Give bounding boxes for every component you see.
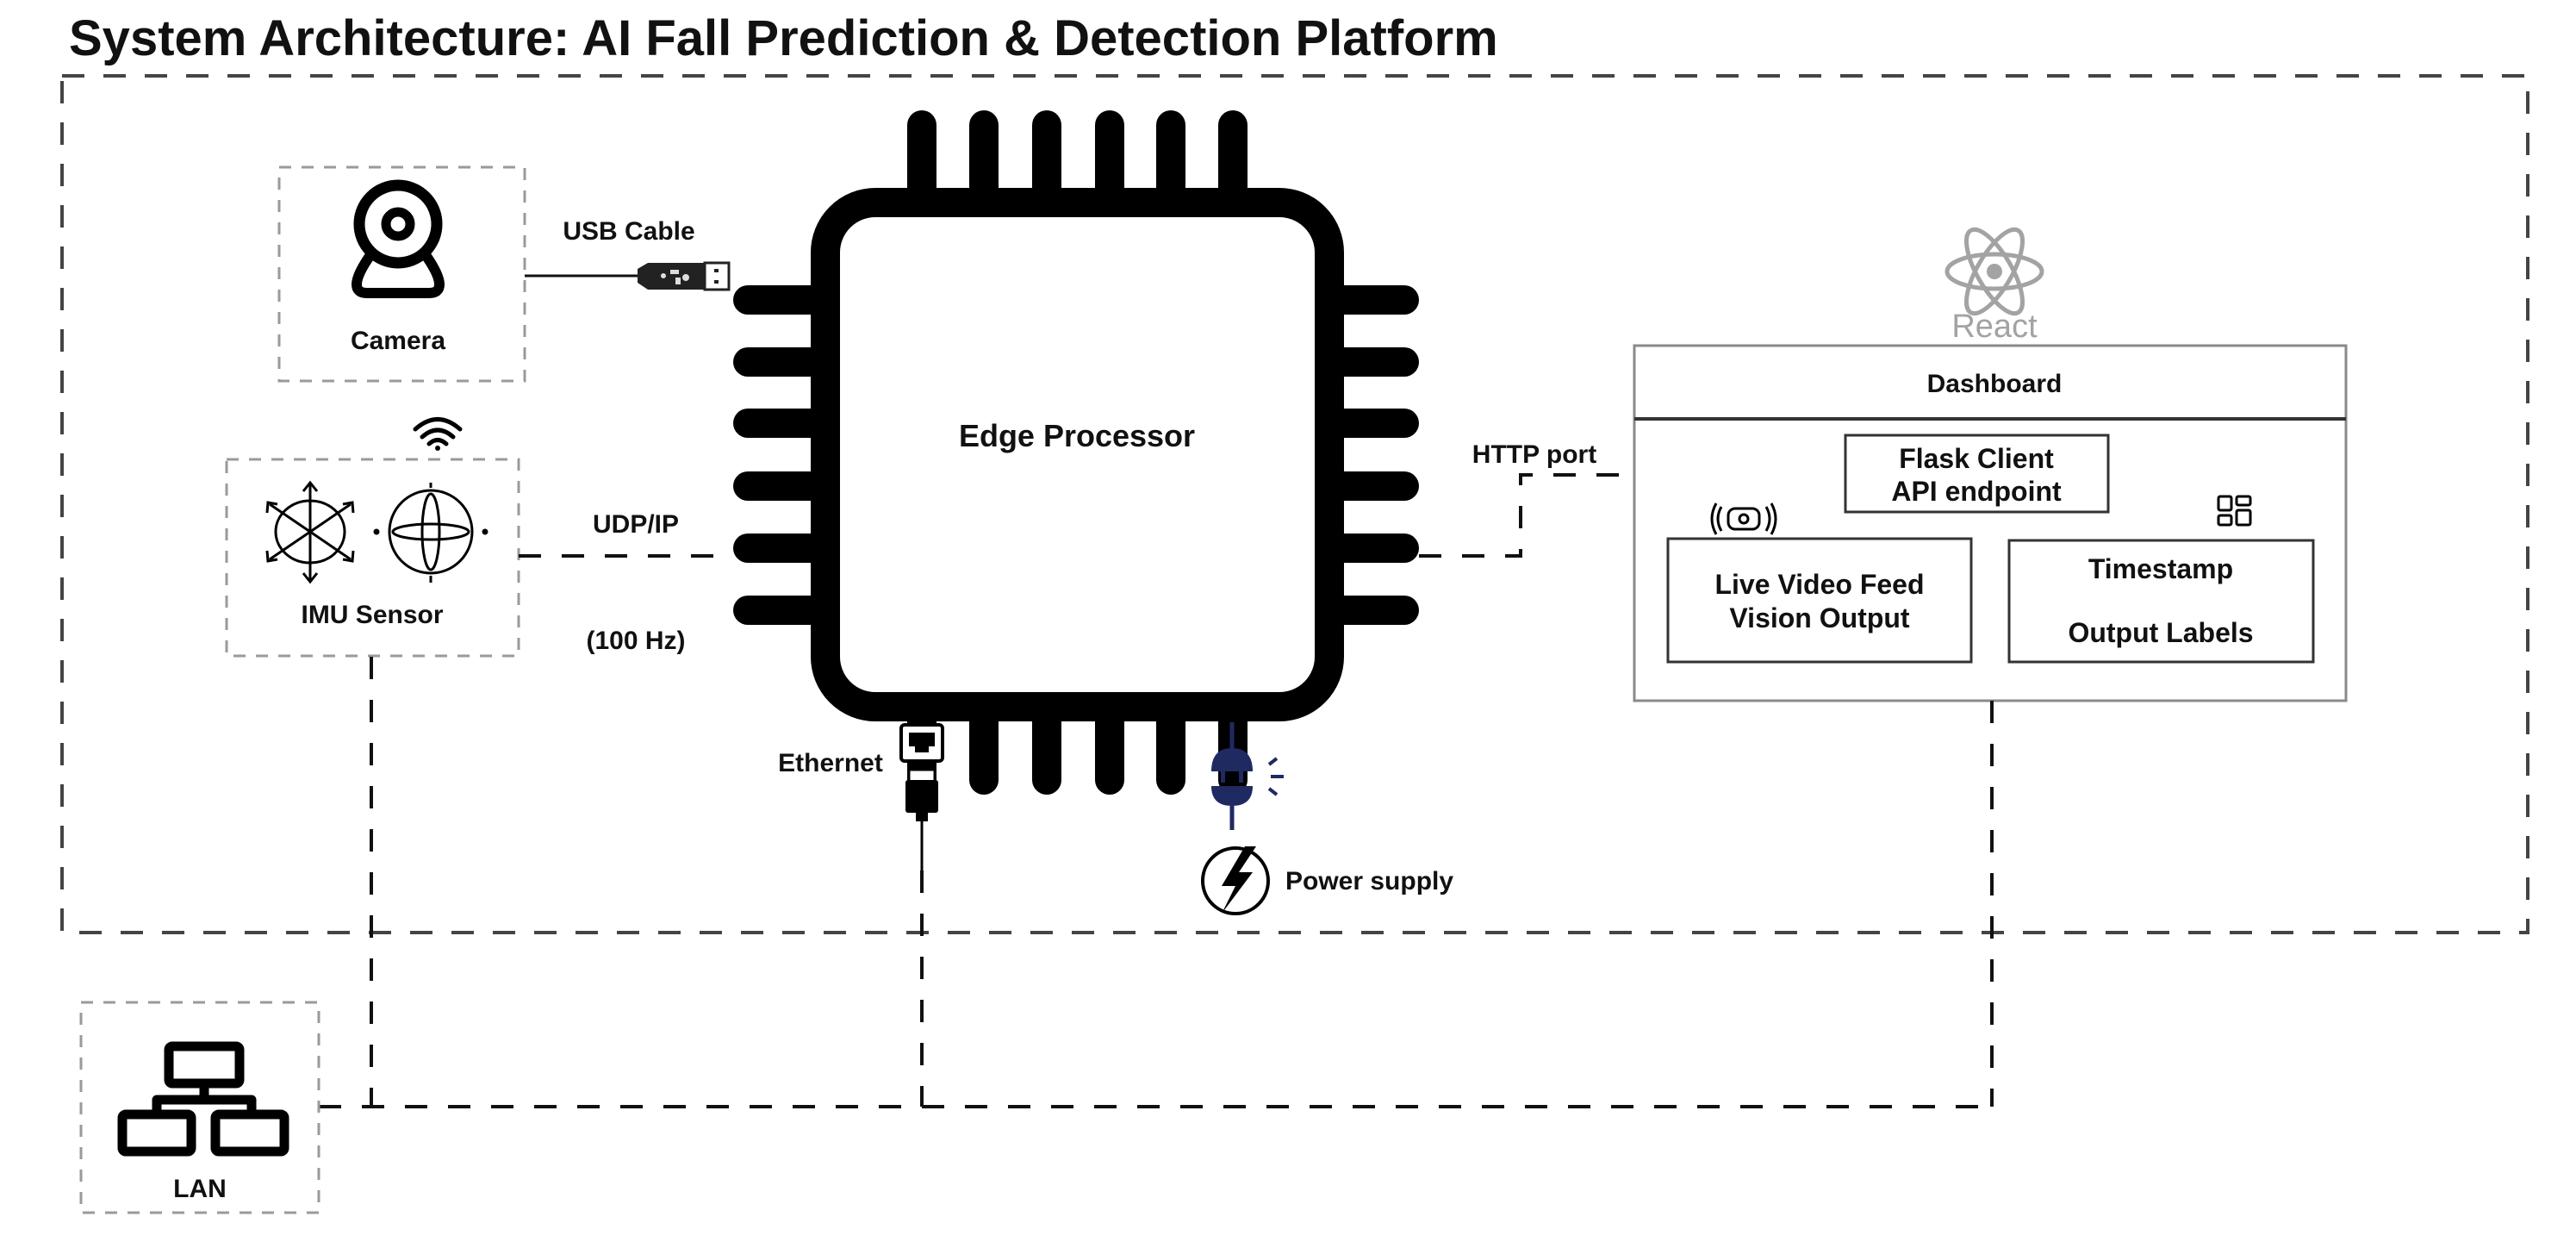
live-video-line2: Vision Output [1729, 602, 1910, 633]
network-topology-icon [117, 1041, 289, 1157]
wifi-icon [413, 417, 463, 451]
udp-label: UDP/IP [593, 510, 679, 539]
chip-body [811, 188, 1344, 721]
flask-client-box[interactable]: Flask Client API endpoint [1844, 434, 2110, 514]
dashboard-title: Dashboard [1927, 370, 2063, 398]
ethernet-connection[interactable]: Ethernet [778, 723, 944, 870]
lightning-icon [1201, 846, 1270, 915]
imu-label: IMU Sensor [301, 601, 443, 629]
react-logo-icon [1944, 227, 2044, 316]
http-port-label: HTTP port [1472, 440, 1596, 469]
udp-connection[interactable]: UDP/IP (100 Hz) [519, 510, 734, 655]
cpu-chip-icon [733, 110, 1419, 795]
video-stream-icon [1710, 502, 1777, 535]
grid-layout-icon [2217, 495, 2252, 527]
flask-client-line2: API endpoint [1891, 476, 2062, 507]
camera-label: Camera [351, 327, 445, 355]
react-label: React [1951, 309, 2038, 345]
ethernet-label: Ethernet [778, 749, 883, 777]
edge-processor-label: Edge Processor [959, 418, 1195, 453]
power-connection[interactable]: Power supply [1201, 722, 1453, 915]
gyroscope-icon [373, 483, 488, 583]
camera-box [277, 165, 526, 383]
dashboard-component[interactable]: Dashboard Flask Client API endpoint Live… [1633, 344, 2348, 702]
http-connection[interactable]: HTTP port [1419, 440, 1845, 558]
edge-processor-component[interactable]: Edge Processor [733, 110, 1419, 795]
usb-cable-label: USB Cable [563, 217, 694, 246]
diagram-title: System Architecture: AI Fall Prediction … [69, 10, 1498, 66]
ethernet-plug-icon [905, 768, 938, 870]
usb-connection[interactable]: USB Cable [525, 217, 731, 291]
timestamp-panel[interactable]: Timestamp Output Labels [2007, 539, 2315, 664]
ethernet-port-icon [899, 723, 944, 763]
lan-box [79, 1001, 320, 1214]
lan-label: LAN [173, 1175, 227, 1203]
timestamp-line1: Timestamp [2088, 553, 2233, 584]
webcam-icon [352, 179, 445, 298]
lan-component[interactable]: LAN [79, 1001, 320, 1214]
accelerometer-icon [265, 480, 355, 584]
system-boundary-frame [60, 74, 2529, 934]
imu-sensor-component[interactable]: IMU Sensor [225, 417, 520, 658]
lan-bus [319, 657, 1994, 1108]
live-video-line1: Live Video Feed [1714, 569, 1924, 600]
usb-plug-icon [638, 261, 731, 291]
udp-rate-label: (100 Hz) [586, 627, 685, 655]
flask-client-line1: Flask Client [1899, 443, 2054, 474]
camera-component[interactable]: Camera [277, 165, 526, 383]
live-video-panel[interactable]: Live Video Feed Vision Output [1666, 537, 1973, 664]
power-supply-label: Power supply [1285, 867, 1453, 895]
power-plug-icon [1211, 722, 1284, 830]
timestamp-line2: Output Labels [2068, 617, 2253, 648]
